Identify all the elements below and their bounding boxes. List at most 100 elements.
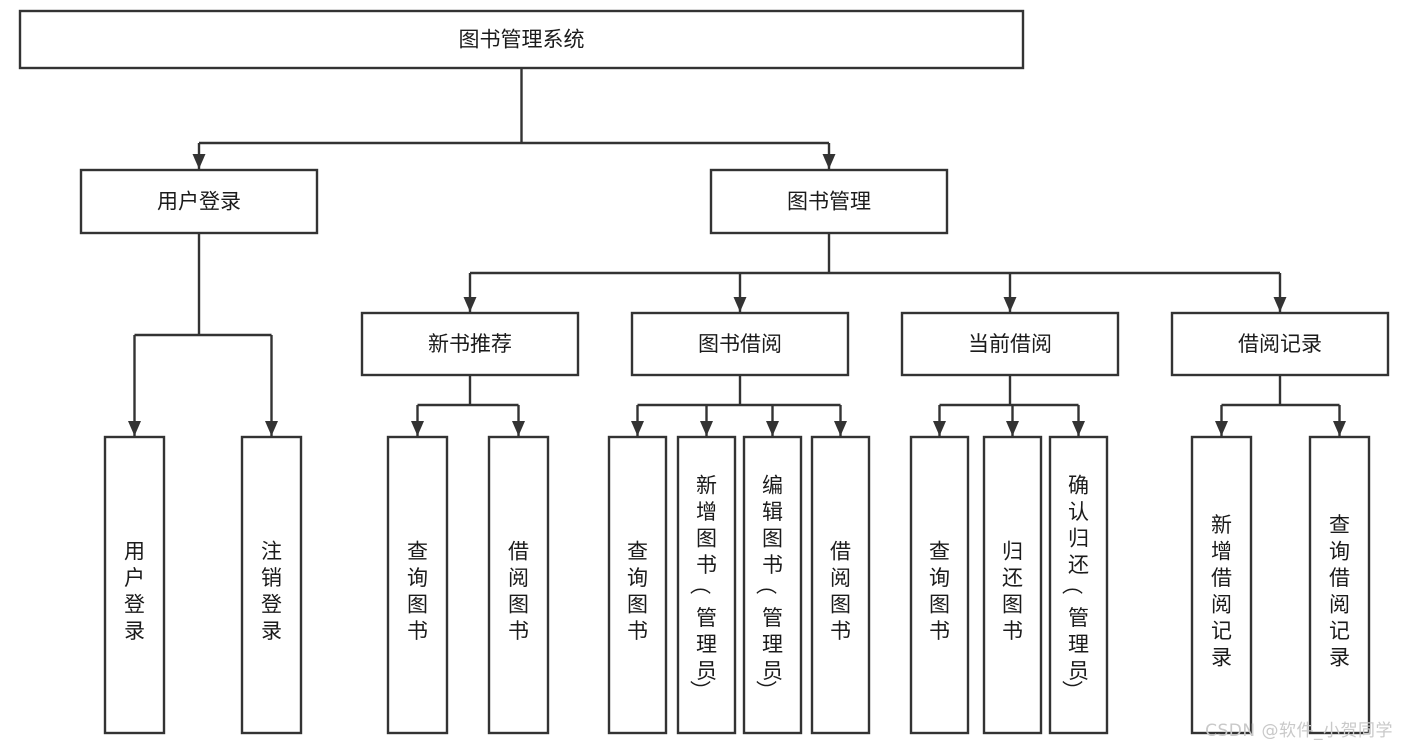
node-label-char: 阅 [508,566,529,590]
node-label-char: 书 [830,619,851,643]
node-label-char: 注 [261,540,282,564]
arrow-head-icon [192,154,206,169]
node-label-char: 录 [1211,646,1232,670]
node-label: 新书推荐 [428,332,512,356]
node-current-borrow[interactable]: 当前借阅 [900,311,1120,377]
node-label-char: 书 [696,553,717,577]
node-label-char: 还 [1002,566,1023,590]
node-label-char: 图 [627,593,648,617]
node-box [709,168,949,235]
node-label-char: 借 [1211,566,1232,590]
node-label-char: 图 [508,593,529,617]
node-label: 用户登录 [157,190,241,214]
node-leaf-user-login[interactable]: 用户登录 [103,435,166,735]
node-root[interactable]: 图书管理系统 [18,9,1025,70]
arrow-head-icon [411,421,424,436]
node-label-char: 新 [1211,513,1232,537]
arrow-head-icon [700,421,713,436]
node-new-book-rec[interactable]: 新书推荐 [360,311,580,377]
node-label-char: 图 [762,526,783,550]
node-label-char: 询 [1329,540,1350,564]
node-label-char: 登 [124,593,145,617]
node-label-char: 户 [124,566,145,590]
arrow-head-icon [265,421,278,436]
node-box [386,435,449,735]
arrow-head-icon [1072,421,1085,436]
node-box [18,9,1025,70]
node-label-char: 记 [1329,619,1350,643]
arrow-head-icon [512,421,525,436]
node-box [630,311,850,377]
node-label-char: ） [754,680,778,701]
node-label-char: 员 [762,659,783,683]
node-label-char: 书 [1002,619,1023,643]
node-label-char: 询 [627,566,648,590]
node-label-char: 销 [261,566,282,590]
node-label-char: 增 [696,500,717,524]
node-label: 借阅记录 [1238,332,1322,356]
node-label-char: 理 [762,632,783,656]
node-user-login[interactable]: 用户登录 [79,168,319,235]
arrow-head-icon [1006,421,1019,436]
node-box [1190,435,1253,735]
node-box [360,311,580,377]
arrow-head-icon [834,421,847,436]
node-box [1170,311,1390,377]
node-label-char: 询 [407,566,428,590]
node-label-char: 图 [1002,593,1023,617]
node-book-borrow[interactable]: 图书借阅 [630,311,850,377]
node-label-char: ） [688,680,712,701]
node-label-char: 书 [627,619,648,643]
node-box [487,435,550,735]
node-label-char: 图 [830,593,851,617]
node-label-char: 录 [124,619,145,643]
node-label-char: 图 [696,526,717,550]
node-label-char: 新 [696,473,717,497]
node-label-char: 阅 [1211,593,1232,617]
arrow-head-icon [1003,297,1017,312]
node-label-char: 管 [1068,606,1089,630]
node-box [240,435,303,735]
node-box [1048,435,1109,735]
node-label-char: （ [1060,574,1084,595]
node-label-char: 用 [124,540,145,564]
node-label-char: 归 [1002,540,1023,564]
node-box [810,435,871,735]
node-borrow-record[interactable]: 借阅记录 [1170,311,1390,377]
arrow-head-icon [933,421,946,436]
node-label: 图书管理系统 [459,28,585,52]
arrow-head-icon [822,154,836,169]
node-label-char: 查 [929,540,950,564]
arrow-head-icon [128,421,141,436]
node-label-char: 借 [1329,566,1350,590]
node-label-char: 借 [508,540,529,564]
node-label-char: 员 [1068,659,1089,683]
node-label-char: 查 [627,540,648,564]
node-label-char: 书 [929,619,950,643]
node-label-char: 询 [929,566,950,590]
node-box [900,311,1120,377]
node-book-manage[interactable]: 图书管理 [709,168,949,235]
node-label-char: ） [1060,680,1084,701]
node-label-char: 还 [1068,553,1089,577]
node-label-char: 增 [1211,540,1232,564]
node-box [79,168,319,235]
node-label-char: 录 [1329,646,1350,670]
node-label-char: 编 [762,473,783,497]
node-label: 当前借阅 [968,332,1052,356]
node-label-char: 管 [696,606,717,630]
node-box [1308,435,1371,735]
